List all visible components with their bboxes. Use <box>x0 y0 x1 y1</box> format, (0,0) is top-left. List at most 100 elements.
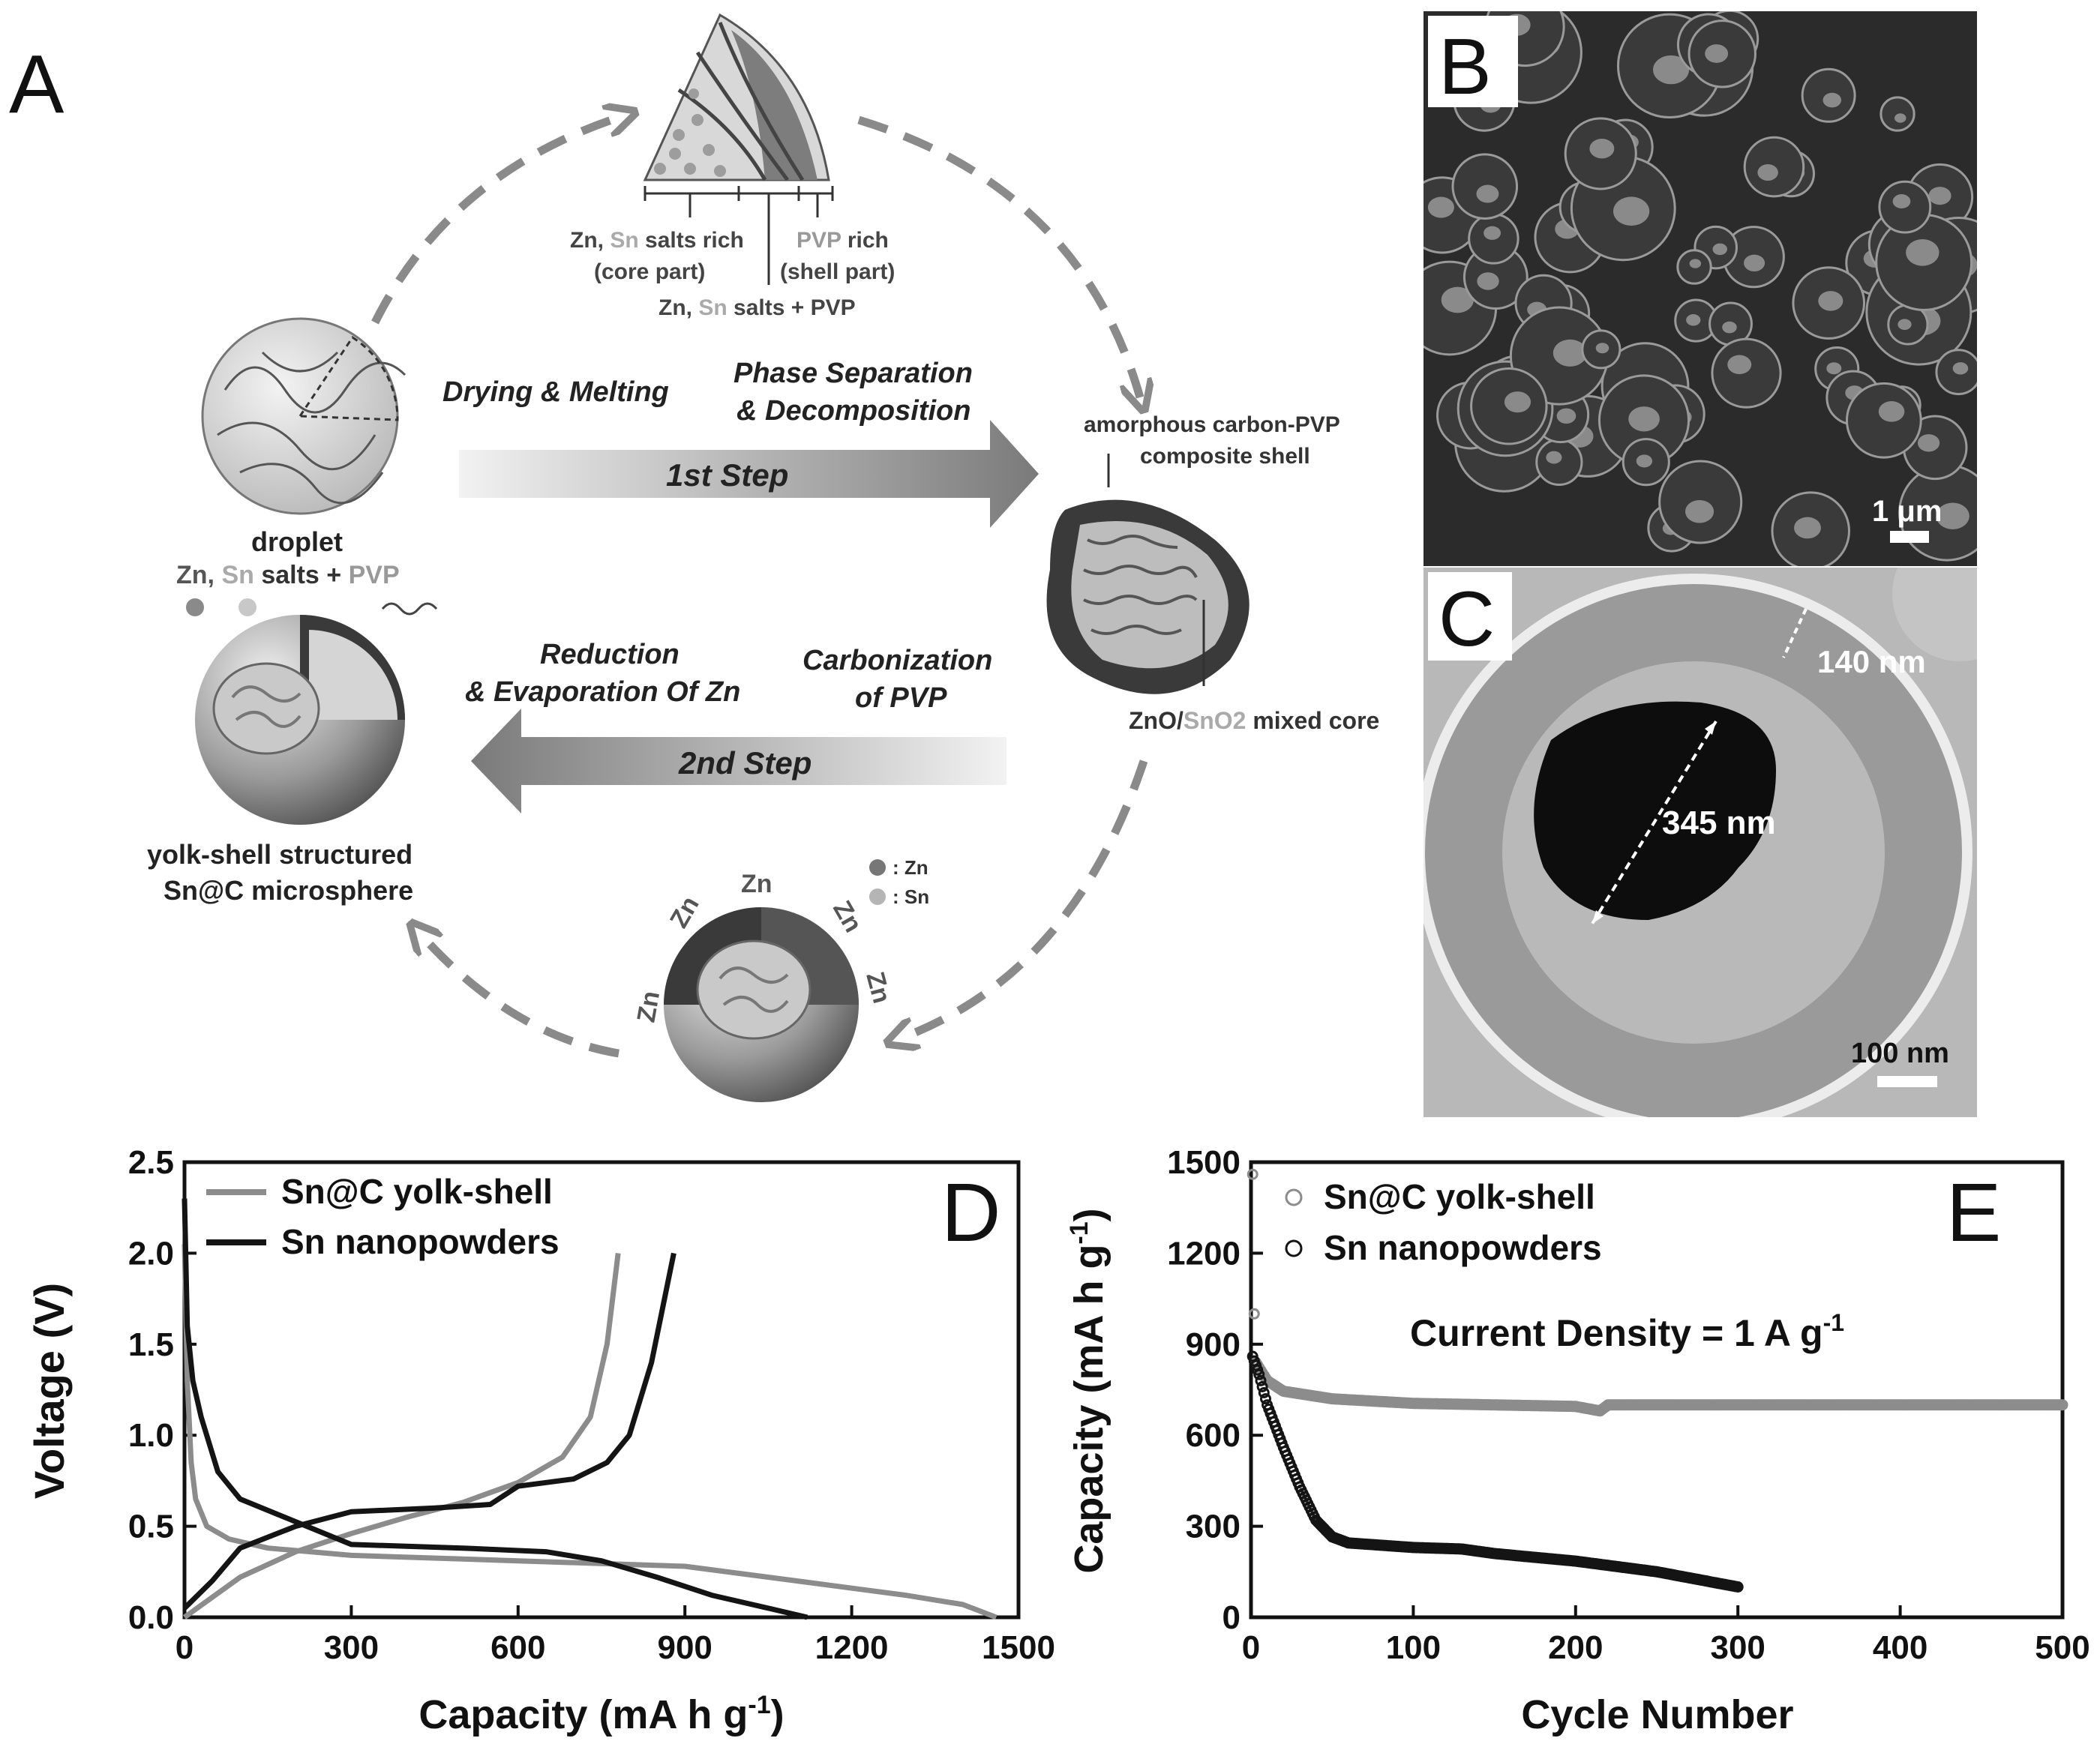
sem-particle-core <box>1556 408 1576 424</box>
zn-salt-legend-icon <box>186 598 204 616</box>
sem-particle-core <box>1612 196 1650 226</box>
sem-particle-core <box>1936 502 1970 529</box>
sem-particle-core <box>1686 314 1701 326</box>
y-tick-label: 600 <box>1186 1417 1240 1454</box>
panel-c-tem-image: C 345 nm 140 nm 100 nm <box>1424 568 1977 1117</box>
sem-particle-core <box>1906 239 1940 266</box>
sem-particle-core <box>1744 254 1766 272</box>
sem-particle-core <box>1484 226 1502 240</box>
legend-e-label-1: Sn@C yolk-shell <box>1324 1177 1595 1216</box>
yolk-label-1: yolk-shell structured <box>147 839 412 870</box>
pvp-legend-icon <box>381 602 438 616</box>
sem-particle-core <box>1477 272 1499 290</box>
y-tick-label: 2.5 <box>128 1144 174 1181</box>
sem-scale-label: 1 μm <box>1872 495 1942 528</box>
sem-particle-core <box>1712 243 1727 256</box>
series-2-point <box>1732 1581 1744 1593</box>
sem-particle-core <box>1476 184 1499 203</box>
series-2-point <box>1256 1381 1268 1392</box>
shell-label-1: amorphous carbon-PVP <box>1084 412 1340 437</box>
sn-atom-icon <box>869 888 886 905</box>
y-tick-label: 1500 <box>1167 1144 1240 1181</box>
y-tick-label: 300 <box>1186 1509 1240 1545</box>
x-tick-label: 100 <box>1386 1629 1441 1666</box>
y-tick-label: 0 <box>1222 1599 1240 1636</box>
droplet-composition-label: Zn, Sn salts + PVP <box>176 561 400 589</box>
step2-right-title-2: of PVP <box>855 682 947 714</box>
series-2-point <box>1258 1387 1270 1398</box>
sem-particle-core <box>1952 362 1969 375</box>
panel-label-c: C <box>1438 576 1495 663</box>
panel-a-schematic: A Zn, Sn salts rich (core part) PVP rich… <box>9 13 1379 1102</box>
series-1-curve-2 <box>182 1252 621 1620</box>
sem-particle-core <box>1705 44 1729 63</box>
sem-particle-core <box>1892 194 1911 209</box>
legend-e-marker-1 <box>1285 1188 1303 1206</box>
sem-particle-core <box>1684 499 1714 523</box>
x-tick-label: 0 <box>1242 1629 1260 1666</box>
legend-d-label-2: Sn nanopowders <box>281 1222 560 1261</box>
tem-scale-label: 100 nm <box>1851 1038 1949 1069</box>
top-shell-label: PVP rich <box>796 228 889 253</box>
step2-right-title-1: Carbonization <box>802 645 992 676</box>
x-tick-label: 200 <box>1548 1629 1603 1666</box>
top-core-label: Zn, Sn salts rich <box>570 228 744 253</box>
chart-d-frame <box>182 1160 1021 1620</box>
legend-zn-label: : Zn <box>892 856 928 879</box>
x-tick-label: 1200 <box>815 1629 889 1666</box>
tem-scale-bar <box>1877 1076 1937 1087</box>
sem-particle-core <box>1722 321 1737 334</box>
sem-particle-core <box>1898 319 1912 330</box>
sem-particle-core <box>1504 391 1532 413</box>
sem-particle-core <box>1689 259 1702 268</box>
sem-particle-core <box>1757 164 1778 181</box>
sem-particle-core <box>1427 196 1454 218</box>
cycle-arrow-topleft <box>371 116 622 325</box>
cycle-arrow-bottomleft <box>420 933 620 1058</box>
series-1-point <box>1246 1168 1258 1180</box>
y-tick-label: 0.0 <box>128 1599 174 1636</box>
series-2-point <box>1253 1368 1265 1380</box>
top-wedge-illustration <box>643 13 834 285</box>
sem-particle-core <box>1653 55 1690 85</box>
sem-scale-bar <box>1890 531 1929 543</box>
legend-e-label-2: Sn nanopowders <box>1324 1228 1602 1267</box>
sem-particle-core <box>1595 343 1610 354</box>
series-1-curve-1 <box>182 1244 998 1620</box>
sem-particle-core <box>1628 406 1660 432</box>
step2-left-title-2: & Evaporation Of Zn <box>465 676 740 708</box>
legend-e-marker-2 <box>1285 1239 1303 1257</box>
shell-thickness-label: 140 nm <box>1817 644 1926 679</box>
panel-label-e: E <box>1946 1167 2001 1259</box>
step1-right-title-1: Phase Separation <box>734 358 973 389</box>
sem-particle-core <box>1917 434 1940 452</box>
panel-label-d: D <box>941 1167 1000 1259</box>
sem-particle <box>1711 337 1782 409</box>
zn-evaporation-sphere-illustration <box>664 907 859 1102</box>
sem-particle-core <box>1928 187 1952 205</box>
panel-label-a: A <box>9 38 64 130</box>
y-tick-label: 1200 <box>1167 1235 1240 1272</box>
panel-label-b: B <box>1438 22 1492 111</box>
sn-salt-legend-icon <box>238 598 256 616</box>
sem-particle <box>1845 382 1922 459</box>
y-tick-label: 0.5 <box>128 1509 174 1545</box>
sem-particle-core <box>1894 113 1906 123</box>
shell-label-2: composite shell <box>1140 444 1310 469</box>
sem-particle-core <box>1878 401 1905 422</box>
panel-b-sem-image: B 1 μm <box>1424 11 1977 566</box>
sem-particle-core <box>1818 291 1844 311</box>
zn-atom-icon <box>869 859 886 876</box>
yolk-shell-sphere-illustration <box>195 615 405 825</box>
zn-label-top: Zn <box>741 870 772 898</box>
zn-label-far-left: Zn <box>632 989 665 1025</box>
step2-arrow <box>471 709 1006 814</box>
series-2-curve-1 <box>182 1198 808 1620</box>
chart-e-frame <box>1249 1160 2065 1620</box>
x-tick-label: 900 <box>657 1629 712 1666</box>
legend-d-label-1: Sn@C yolk-shell <box>281 1172 553 1211</box>
step2-left-title-1: Reduction <box>540 639 680 670</box>
y-tick-label: 1.5 <box>128 1326 174 1363</box>
yolk-label-2: Sn@C microsphere <box>164 875 413 906</box>
